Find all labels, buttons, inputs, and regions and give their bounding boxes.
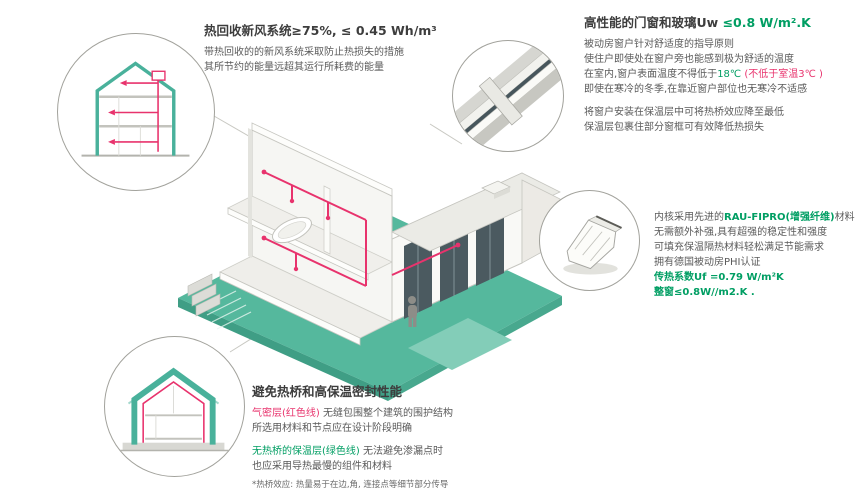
windows-line-3-green: 18℃	[717, 69, 742, 80]
insulation-diagram-circle	[104, 336, 245, 477]
profile-callout: 内核采用先进的RAU-FIPRO(增强纤维)材料 无需额外补强,具有超强的稳定性…	[654, 210, 864, 300]
ventilation-title: 热回收新风系统≥75%, ≤ 0.45 Wh/m³	[204, 23, 437, 38]
bathtub	[272, 216, 312, 244]
profile-line-2: 无需额外补强,具有超强的稳定性和强度	[654, 227, 828, 238]
profile-line-3: 可填充保温隔热材料轻松满足节能需求	[654, 242, 824, 253]
insulation-p1-line-1: 气密层(红色线) 无缝包围整个建筑的围护结构	[252, 406, 572, 421]
insulation-footnote: *热桥效应: 热量易于在边,角, 连接点等细节部分传导	[252, 480, 449, 490]
windows-line-3: 在室内,窗户表面温度不得低于18℃ (不低于室温3℃ )	[584, 67, 862, 82]
insulation-p1-red: 气密层(红色线)	[252, 408, 320, 419]
insulation-p2-rest: 无法避免渗漏点时	[359, 446, 443, 457]
windows-line-6: 保温层包裹住部分窗框可有效降低热损失	[584, 122, 764, 133]
ventilation-callout: 热回收新风系统≥75%, ≤ 0.45 Wh/m³ 带热回收的的新风系统采取防止…	[204, 20, 456, 75]
ventilation-diagram-circle	[57, 33, 215, 191]
window-profile-circle	[539, 190, 640, 291]
insulation-p1-line-2: 所选用材料和节点应在设计阶段明确	[252, 423, 412, 434]
insulation-title: 避免热桥和高保温密封性能	[252, 384, 403, 399]
garden-stairs	[187, 273, 221, 317]
windows-line-2: 使住户即使处在窗户旁也能感到极为舒适的温度	[584, 54, 794, 65]
insulated-section-icon	[116, 367, 232, 452]
windows-line-4: 即使在寒冷的冬季,在靠近窗户部位也无寒冷不适感	[584, 84, 808, 95]
insulation-p1-rest: 无缝包围整个建筑的围护结构	[319, 408, 453, 419]
insulation-callout: 避免热桥和高保温密封性能 气密层(红色线) 无缝包围整个建筑的围护结构 所选用材…	[252, 381, 572, 492]
ventilation-ducts	[263, 171, 459, 287]
windows-callout: 高性能的门窗和玻璃Uw ≤0.8 W/m².K 被动房窗户针对舒适度的指导原则 …	[584, 12, 862, 135]
windows-line-3-pre: 在室内,窗户表面温度不得低于	[584, 69, 718, 80]
window-detail-circle	[452, 40, 564, 152]
heat-recovery-section-icon	[81, 61, 190, 157]
insulation-p2-green: 无热桥的保温层(绿色线)	[252, 446, 360, 457]
windows-title-green: ≤0.8 W/m².K	[722, 15, 811, 30]
house-illustration	[178, 122, 562, 401]
glass-wing	[391, 172, 561, 323]
windows-title-black: 高性能的门窗和玻璃Uw	[584, 15, 723, 30]
windows-line-5: 将窗户安装在保温层中可将热桥效应降至最低	[584, 107, 784, 118]
windows-line-1: 被动房窗户针对舒适度的指导原则	[584, 39, 734, 50]
ventilation-line-1: 带热回收的的新风系统采取防止热损失的措施	[204, 47, 404, 58]
house-cutaway	[219, 122, 561, 346]
windows-title: 高性能的门窗和玻璃Uw ≤0.8 W/m².K	[584, 12, 862, 31]
profile-line-1: 内核采用先进的RAU-FIPRO(增强纤维)材料	[654, 210, 864, 225]
profile-line-4: 拥有德国被动房PHI认证	[654, 257, 761, 268]
profile-line-1-pre: 内核采用先进的	[654, 212, 724, 223]
profile-line-6: 整窗≤0.8W//m2.K .	[654, 287, 755, 298]
window-profile-icon	[563, 215, 623, 275]
windows-line-3-red: (不低于室温3℃ )	[741, 69, 823, 80]
profile-line-5: 传热系数Uf =0.79 W/m²K	[654, 272, 784, 283]
profile-line-1-green: RAU-FIPRO(增强纤维)	[724, 212, 835, 223]
ventilation-line-2: 其所节约的能量远超其运行所耗费的能量	[204, 62, 384, 73]
person-figure	[408, 296, 417, 327]
window-section-icon	[453, 41, 562, 150]
insulation-p2-line-2: 也应采用导热最慢的组件和材料	[252, 461, 392, 472]
profile-line-1-post: 材料	[834, 212, 855, 223]
insulation-p2-line-1: 无热桥的保温层(绿色线) 无法避免渗漏点时	[252, 444, 572, 459]
